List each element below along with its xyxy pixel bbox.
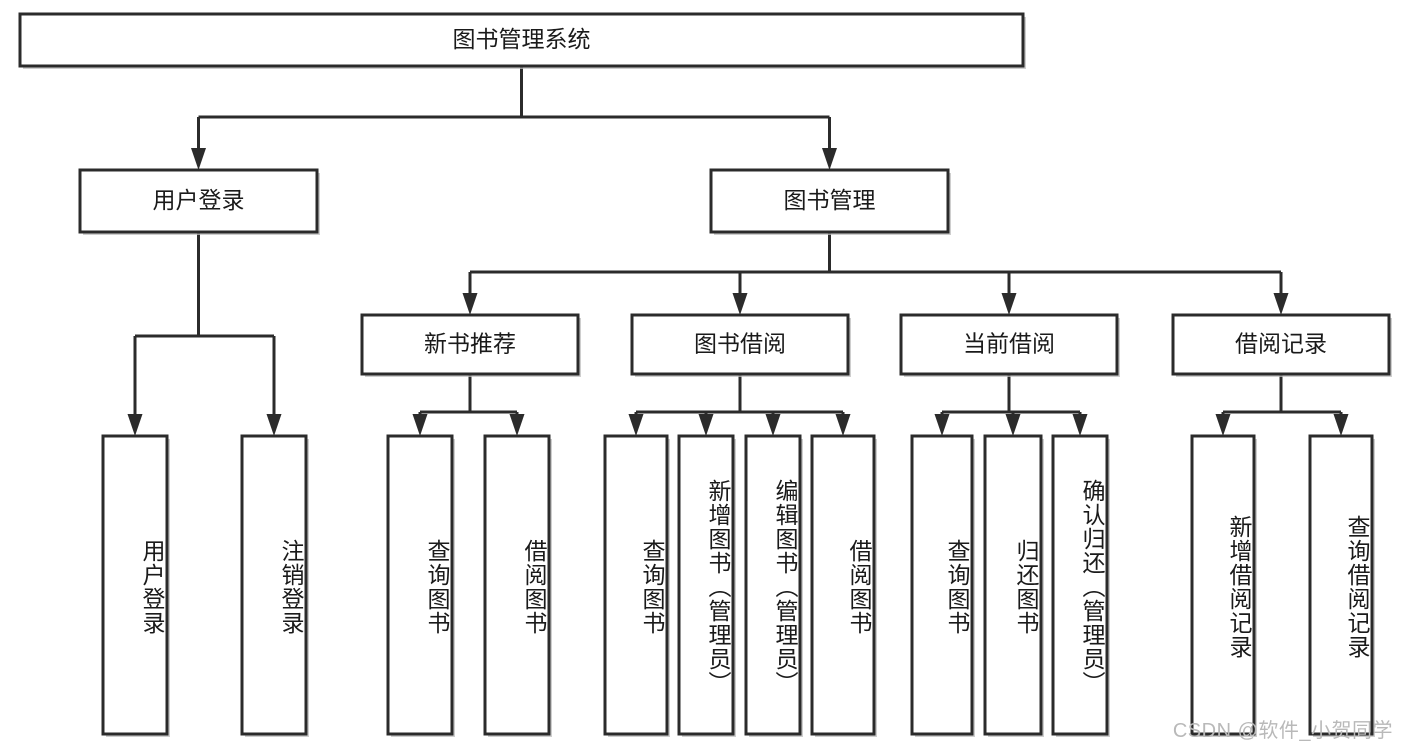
arrowhead-bookmgmt (822, 148, 837, 170)
arrowhead-borrow (732, 293, 748, 315)
arrowhead-records (1273, 293, 1289, 315)
arrowhead-leaf-cur-3 (1072, 414, 1088, 436)
node-box-leaf-rec-2[interactable] (1308, 434, 1374, 736)
node-label-borrow: 图书借阅 (694, 331, 786, 357)
node-box-leaf-cur-3[interactable] (1051, 434, 1109, 736)
node-box-leaf-cur-1[interactable] (910, 434, 974, 736)
node-label-login: 用户登录 (153, 187, 245, 213)
arrowhead-leaf-borrow-1 (628, 414, 644, 436)
arrowhead-newbook (462, 293, 478, 315)
node-box-leaf-login-1[interactable] (101, 434, 169, 736)
arrowhead-current (1001, 293, 1017, 315)
node-box-current[interactable] (899, 313, 1119, 376)
arrowhead-leaf-rec-2 (1333, 414, 1349, 436)
node-box-login[interactable] (78, 168, 319, 234)
node-box-leaf-new-1[interactable] (386, 434, 454, 736)
node-box-borrow[interactable] (630, 313, 850, 376)
watermark-text: CSDN @软件_小贺同学 (1172, 720, 1393, 742)
node-box-bookmgmt[interactable] (709, 168, 950, 234)
node-box-leaf-borrow-2[interactable] (677, 434, 735, 736)
arrowhead-leaf-login-2 (266, 414, 282, 436)
node-boxes-layer (18, 12, 1392, 737)
node-label-root: 图书管理系统 (453, 26, 591, 52)
arrowhead-leaf-borrow-4 (835, 414, 851, 436)
arrowhead-leaf-borrow-2 (698, 414, 714, 436)
node-label-current: 当前借阅 (963, 331, 1055, 357)
node-box-root[interactable] (18, 12, 1025, 68)
node-box-leaf-rec-1[interactable] (1190, 434, 1256, 736)
arrowhead-leaf-rec-1 (1215, 414, 1231, 436)
arrowhead-leaf-borrow-3 (765, 414, 781, 436)
arrowhead-leaf-new-2 (509, 414, 525, 436)
node-label-bookmgmt: 图书管理 (784, 187, 876, 213)
node-label-records: 借阅记录 (1235, 331, 1327, 357)
node-box-leaf-cur-2[interactable] (983, 434, 1043, 736)
arrowhead-login (191, 148, 206, 170)
node-box-leaf-new-2[interactable] (483, 434, 551, 736)
node-box-newbook[interactable] (360, 313, 580, 376)
node-box-leaf-borrow-1[interactable] (603, 434, 669, 736)
arrowhead-leaf-login-1 (127, 414, 143, 436)
node-label-newbook: 新书推荐 (424, 331, 516, 357)
arrowhead-leaf-cur-2 (1005, 414, 1021, 436)
arrowhead-leaf-new-1 (412, 414, 428, 436)
connector-edges-layer (127, 66, 1349, 436)
node-box-records[interactable] (1171, 313, 1391, 376)
node-box-leaf-login-2[interactable] (240, 434, 308, 736)
node-box-leaf-borrow-4[interactable] (810, 434, 876, 736)
arrowhead-leaf-cur-1 (934, 414, 950, 436)
node-box-leaf-borrow-3[interactable] (744, 434, 802, 736)
